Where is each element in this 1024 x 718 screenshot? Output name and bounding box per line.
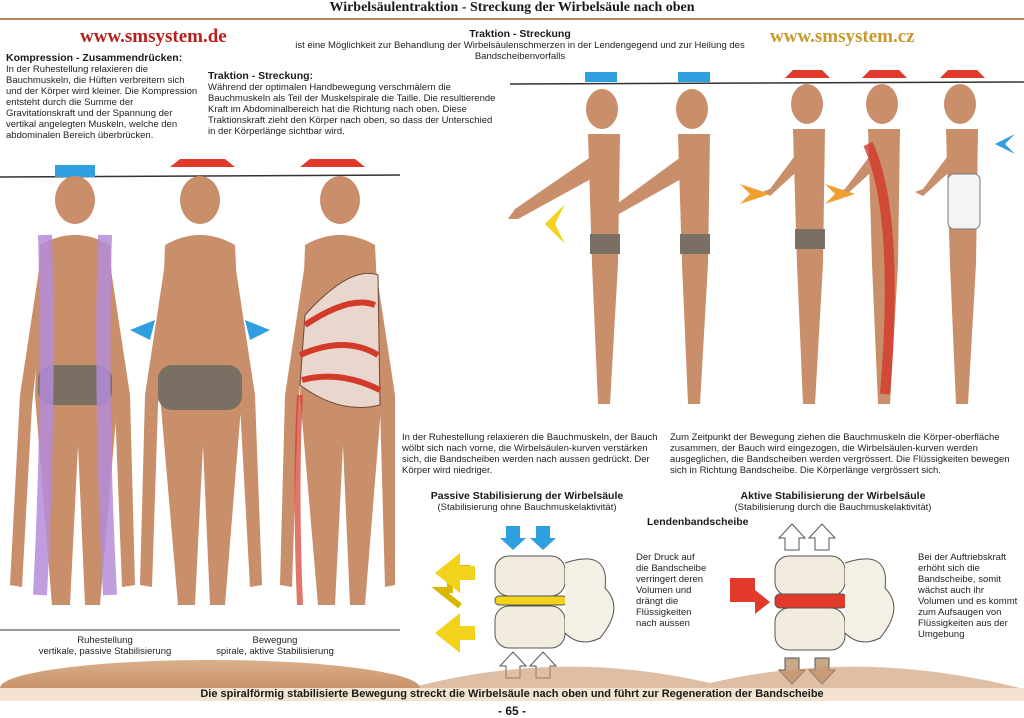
center-text: ist eine Möglichkeit zur Behandlung der … xyxy=(295,40,745,62)
up-arrow-outline-icon-3 xyxy=(777,523,807,551)
blue-chevron-icon xyxy=(995,134,1015,154)
yellow-arrow-down-icon xyxy=(435,613,475,653)
active-subtitle: (Stabilisierung durch die Bauchmuskelakt… xyxy=(734,502,932,513)
side-figure-3 xyxy=(762,84,825,404)
orange-arrow-2-icon xyxy=(825,184,855,204)
back-view-illustration xyxy=(0,159,401,631)
page-title: Wirbelsäulentraktion - Streckung der Wir… xyxy=(329,0,695,15)
up-arrow-outline-icon-4 xyxy=(807,523,837,551)
orange-arrow-1-icon xyxy=(740,184,770,204)
caption-move-line1: Bewegung xyxy=(252,635,298,646)
website-left[interactable]: www.smsystem.de xyxy=(80,26,227,47)
page-number: - 65 - xyxy=(497,704,526,718)
title-rule xyxy=(0,18,1024,20)
yellow-chevron-icon xyxy=(545,204,565,244)
yellow-arrow-up-icon xyxy=(435,553,475,593)
top-arrow-blue-1-icon xyxy=(585,72,617,82)
center-heading: Traktion - Streckung xyxy=(469,28,571,40)
top-arrow-red-3-icon xyxy=(940,70,985,78)
traction-text: Während der optimalen Handbewegung versc… xyxy=(208,82,496,137)
passive-title: Passive Stabilisierung der Wirbelsäule xyxy=(430,490,624,502)
compression-heading: Kompression - Zusammendrücken: xyxy=(6,52,183,64)
top-arrow-red-2-icon xyxy=(862,70,907,78)
traction-block: Traktion - Streckung: Während der optima… xyxy=(208,70,498,137)
figure-spiral xyxy=(280,176,395,606)
red-arrow-in-icon xyxy=(730,578,770,614)
down-arrow-icon-1 xyxy=(500,526,526,550)
top-arrow-red-1-icon xyxy=(785,70,830,78)
side-figure-2 xyxy=(600,89,710,404)
down-arrow-icon-2 xyxy=(530,526,556,550)
right-rest-text: In der Ruhestellung relaxieren die Bauch… xyxy=(402,432,658,476)
side-figure-5 xyxy=(915,84,981,404)
traction-arrow-icon-2 xyxy=(300,159,365,167)
passive-subtitle: (Stabilisierung ohne Bauchmuskelaktivitä… xyxy=(437,502,617,513)
center-block: Traktion - Streckung ist eine Möglichkei… xyxy=(290,28,750,62)
right-movement-text: Zum Zeitpunkt der Bewegung ziehen die Ba… xyxy=(670,432,1010,476)
ground-left xyxy=(0,660,420,688)
active-spine-diagram xyxy=(730,523,895,685)
passive-title-block: Passive Stabilisierung der Wirbelsäule (… xyxy=(412,490,642,513)
bottom-band xyxy=(0,688,1024,701)
active-side-text: Bei der Auftriebskraft erhöht sich die B… xyxy=(918,552,1018,640)
caption-rest-line2: vertikale, passive Stabilisierung xyxy=(38,646,172,657)
figure-rest xyxy=(10,176,135,605)
caption-rest: Ruhestellung vertikale, passive Stabilis… xyxy=(20,635,190,657)
side-figure-4 xyxy=(837,84,900,404)
active-title: Aktive Stabilisierung der Wirbelsäule xyxy=(740,490,926,502)
top-arrow-blue-2-icon xyxy=(678,72,710,82)
figure-middle xyxy=(130,176,270,605)
traction-heading: Traktion - Streckung: xyxy=(208,70,314,82)
caption-move: Bewegung spirale, aktive Stabilisierung xyxy=(190,635,360,657)
side-view-illustration xyxy=(508,70,1024,404)
compression-arrow-icon xyxy=(55,165,95,177)
passive-side-text: Der Druck auf die Bandscheibe verringert… xyxy=(636,552,707,629)
side-figure-1 xyxy=(508,89,620,404)
website-right[interactable]: www.smsystem.cz xyxy=(770,26,915,47)
caption-rest-line1: Ruhestellung xyxy=(77,635,133,646)
lumbar-label: Lendenbandscheibe xyxy=(647,516,749,528)
traction-arrow-icon-1 xyxy=(170,159,235,167)
compression-block: Kompression - Zusammendrücken: In der Ru… xyxy=(6,52,202,141)
compression-text: In der Ruhestellung relaxieren die Bauch… xyxy=(6,64,198,141)
spine-diagrams xyxy=(410,523,1020,688)
passive-spine-diagram xyxy=(431,526,615,679)
caption-move-line2: spirale, aktive Stabilisierung xyxy=(216,646,334,657)
active-title-block: Aktive Stabilisierung der Wirbelsäule (S… xyxy=(718,490,948,513)
bottom-caption: Die spiralförmig stabilisierte Bewegung … xyxy=(200,688,824,700)
